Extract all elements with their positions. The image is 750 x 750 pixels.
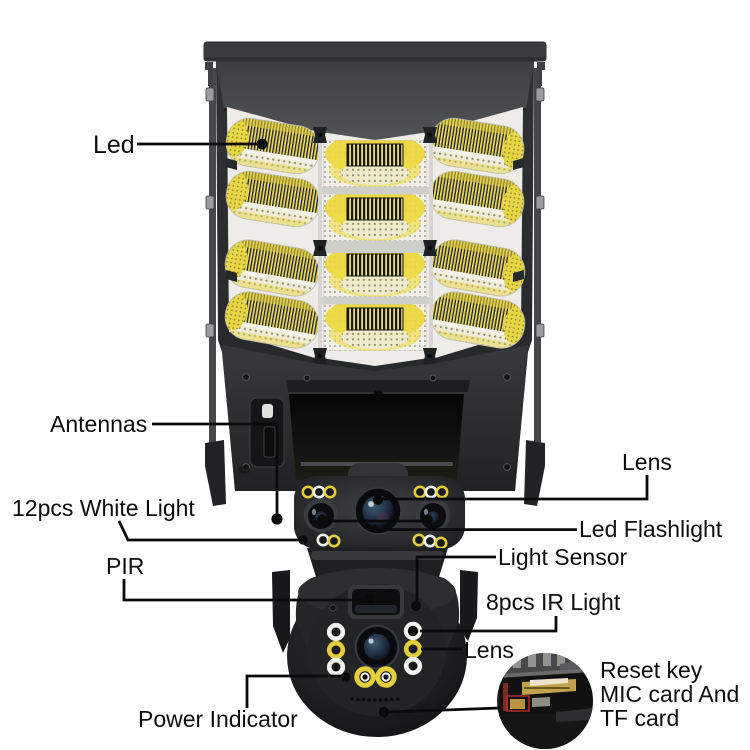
svg-text:Led Flashlight: Led Flashlight	[579, 516, 723, 542]
svg-text:Lens: Lens	[464, 637, 514, 663]
svg-text:Reset key: Reset key	[600, 657, 703, 683]
svg-text:TF card: TF card	[600, 705, 679, 731]
svg-text:Power Indicator: Power Indicator	[138, 706, 298, 732]
svg-text:MIC card And: MIC card And	[600, 681, 739, 707]
svg-text:12pcs White Light: 12pcs White Light	[12, 495, 195, 521]
svg-text:Led: Led	[93, 131, 135, 159]
svg-text:Light Sensor: Light Sensor	[498, 544, 627, 570]
svg-text:Lens: Lens	[622, 449, 672, 475]
svg-text:8pcs IR Light: 8pcs IR Light	[486, 589, 621, 615]
svg-text:PIR: PIR	[106, 553, 144, 579]
svg-text:Antennas: Antennas	[50, 411, 147, 437]
